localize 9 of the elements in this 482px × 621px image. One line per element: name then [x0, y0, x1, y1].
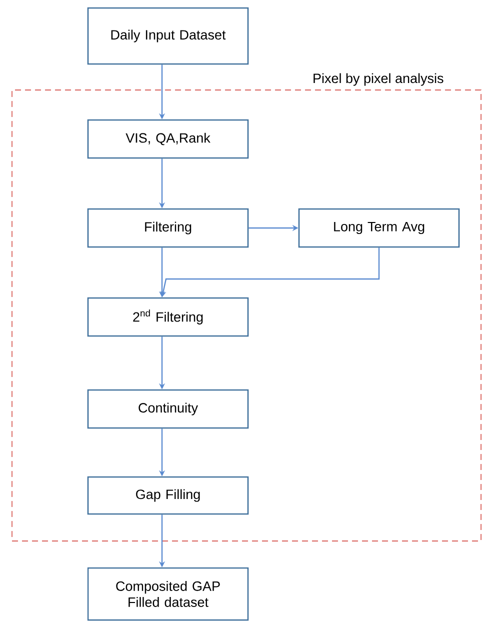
process-box: Filtering: [87, 208, 249, 248]
process-box: VIS, QA,Rank: [87, 119, 249, 159]
process-box: Continuity: [87, 389, 249, 429]
process-box: Composited GAP Filled dataset: [87, 567, 249, 621]
process-box: Gap Filling: [87, 476, 249, 515]
process-box: Long Term Avg: [298, 208, 460, 248]
process-box: 2$^{nd}$ Filtering: [87, 297, 249, 337]
node-label: Pixel by pixel analysis: [314, 73, 444, 86]
process-box: Daily Input Dataset: [87, 7, 249, 65]
